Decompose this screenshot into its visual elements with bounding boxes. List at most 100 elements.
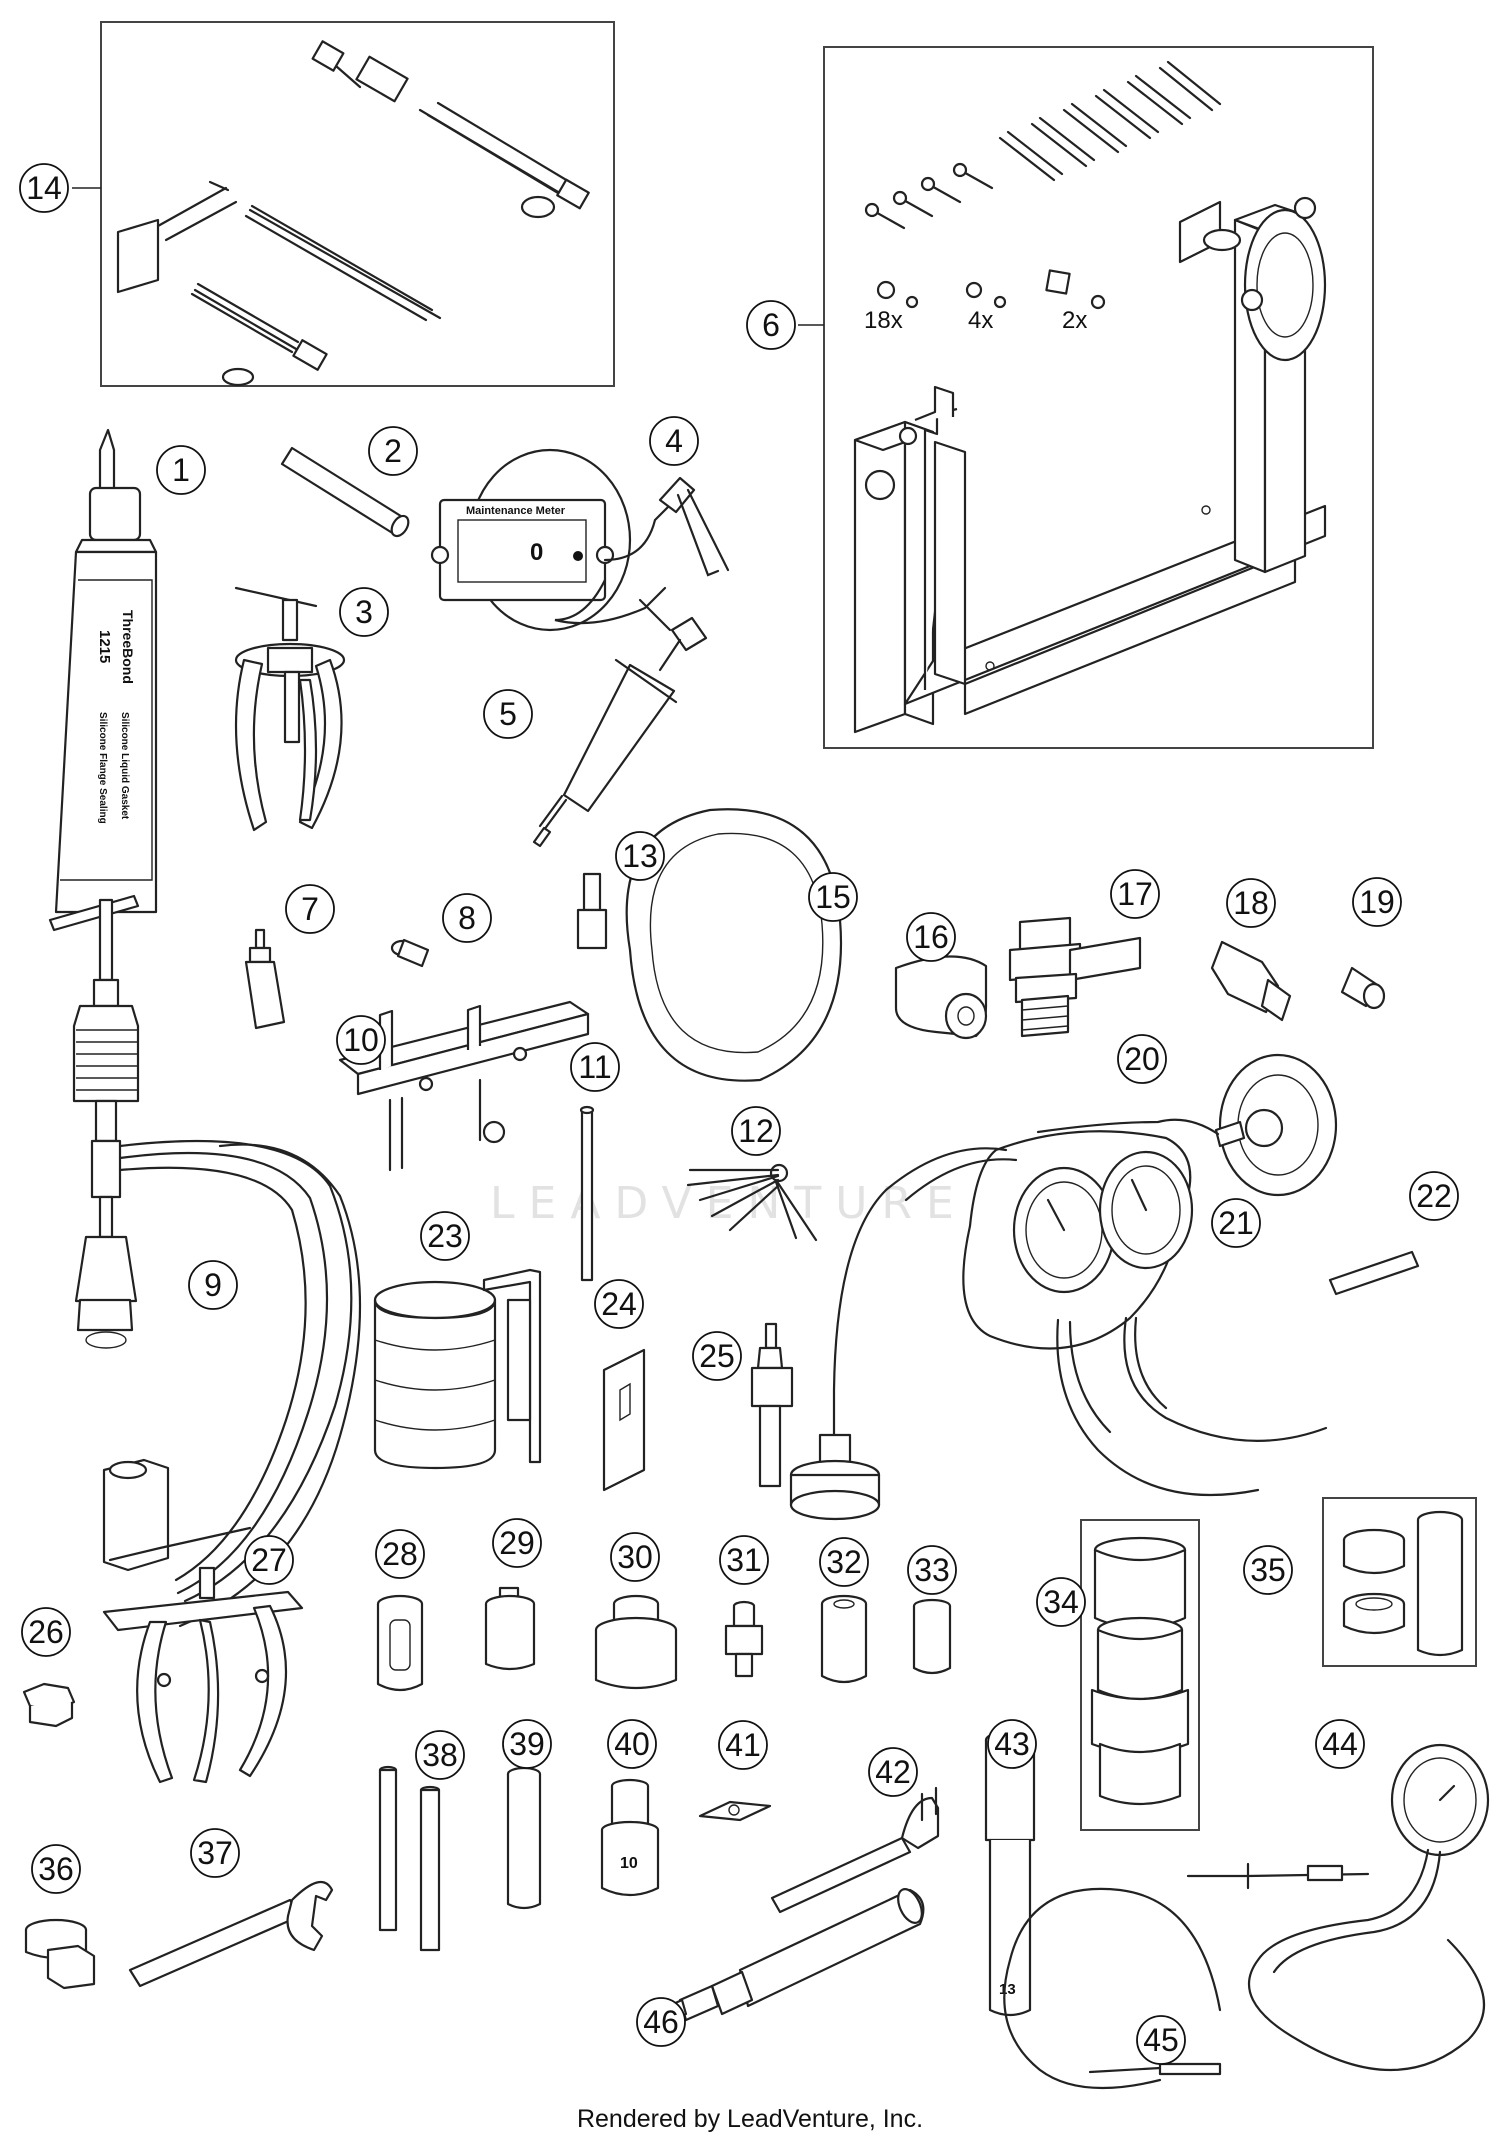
part-23-ring-compressor[interactable] [373, 1268, 542, 1470]
part-15-gear-ring[interactable] [625, 808, 842, 1082]
svg-text:5: 5 [499, 696, 517, 732]
tube-brand: ThreeBond [120, 610, 136, 684]
part-28-sleeve[interactable] [376, 1594, 424, 1692]
svg-text:45: 45 [1143, 2022, 1179, 2058]
part-14-bolt-kit[interactable] [72, 21, 615, 387]
callout-43: 43 [987, 1719, 1037, 1769]
svg-text:13: 13 [622, 838, 658, 874]
svg-text:40: 40 [614, 1726, 650, 1762]
part-43-long-socket[interactable]: 13 [984, 1730, 1036, 2017]
part-2-pin[interactable] [280, 446, 412, 539]
svg-text:23: 23 [427, 1218, 463, 1254]
part-11-rod[interactable] [579, 1105, 595, 1282]
callout-31: 31 [719, 1535, 769, 1585]
meter-readout: 0 [530, 539, 543, 566]
svg-text:32: 32 [826, 1544, 862, 1580]
callout-41: 41 [718, 1720, 768, 1770]
part-31-adapter[interactable] [724, 1600, 764, 1678]
part-32-sleeve[interactable] [820, 1594, 868, 1684]
svg-text:11: 11 [578, 1049, 611, 1085]
part-34-frame [1080, 1519, 1200, 1831]
svg-text:44: 44 [1322, 1726, 1358, 1762]
callout-14: 14 [19, 163, 69, 213]
part-6-frame [823, 46, 1374, 749]
part-14-frame [100, 21, 615, 387]
callout-35: 35 [1243, 1545, 1293, 1595]
part-33-sleeve[interactable] [912, 1598, 952, 1675]
callout-39: 39 [502, 1719, 552, 1769]
part-38-pins[interactable] [378, 1765, 441, 1952]
callout-25: 25 [692, 1331, 742, 1381]
part-20-dial-plate[interactable] [1036, 1053, 1338, 1197]
part-35-frame [1322, 1497, 1477, 1667]
part-44-pressure-gauge[interactable] [1186, 1743, 1490, 2072]
part-21-vacuum-gauge[interactable] [789, 1130, 1328, 1521]
part-7-bottle[interactable] [244, 928, 286, 1030]
svg-text:29: 29 [499, 1525, 535, 1561]
svg-text:35: 35 [1250, 1552, 1286, 1588]
part-19-plug[interactable] [1340, 966, 1386, 1010]
svg-text:36: 36 [38, 1851, 74, 1887]
callout-29: 29 [492, 1518, 542, 1568]
part-36-plug[interactable] [24, 1918, 96, 1990]
callout-2: 2 [368, 426, 418, 476]
callout-9: 9 [188, 1260, 238, 1310]
svg-text:34: 34 [1043, 1584, 1079, 1620]
part-13-bit[interactable] [576, 872, 608, 950]
callout-19: 19 [1352, 877, 1402, 927]
part-16-sleeve[interactable] [894, 955, 988, 1040]
tube-number: 1215 [96, 630, 113, 663]
part-30-sleeve[interactable] [594, 1594, 678, 1690]
part-25-valve-tool[interactable] [750, 1322, 794, 1488]
callout-4: 4 [649, 416, 699, 466]
part-8-plug[interactable] [390, 938, 430, 968]
part-26-plug[interactable] [22, 1682, 76, 1728]
callout-1: 1 [156, 445, 206, 495]
part-4-maintenance-meter[interactable]: Maintenance Meter 0 [430, 448, 730, 632]
part-41-bracket[interactable] [698, 1800, 772, 1822]
callout-44: 44 [1315, 1719, 1365, 1769]
part-40-socket[interactable]: 10 [600, 1778, 660, 1897]
part-24-plate[interactable] [602, 1348, 646, 1492]
svg-text:12: 12 [738, 1113, 774, 1149]
svg-text:21: 21 [1218, 1205, 1254, 1241]
part-6-engine-stand[interactable]: 18x 4x 2x [798, 46, 1374, 749]
part-45-probe[interactable] [1003, 1887, 1222, 2090]
callout-40: 40 [607, 1719, 657, 1769]
socket-40-size: 10 [620, 1855, 638, 1872]
part-27-three-arm-puller[interactable] [102, 1566, 304, 1784]
part-5-grease-syringe[interactable] [532, 616, 708, 848]
svg-text:26: 26 [28, 1614, 64, 1650]
part-29-sleeve[interactable] [484, 1586, 536, 1671]
part-35-bearing-set[interactable] [1322, 1497, 1477, 1667]
callout-18: 18 [1226, 878, 1276, 928]
svg-text:19: 19 [1359, 884, 1395, 920]
part-34-bushing-set[interactable] [1080, 1519, 1200, 1831]
callout-24: 24 [594, 1279, 644, 1329]
part-37-hook-wrench[interactable] [128, 1880, 334, 1988]
callout-5: 5 [483, 689, 533, 739]
part-12-feeler-gauges[interactable] [686, 1163, 818, 1242]
callout-17: 17 [1110, 869, 1160, 919]
part-9-slide-hammer[interactable] [48, 894, 362, 1628]
part-1-silicone-tube[interactable]: ThreeBond 1215 Silicone Liquid Gasket Si… [54, 428, 158, 914]
part-22-strip[interactable] [1328, 1250, 1420, 1296]
part-17-adapter[interactable] [1008, 916, 1142, 1038]
part-18-screw[interactable] [1210, 940, 1292, 1022]
svg-text:42: 42 [875, 1754, 911, 1790]
callout-42: 42 [868, 1747, 918, 1797]
callout-12: 12 [731, 1106, 781, 1156]
part-39-sleeve[interactable] [506, 1766, 542, 1910]
svg-text:14: 14 [26, 170, 62, 206]
svg-text:33: 33 [914, 1552, 950, 1588]
svg-text:46: 46 [643, 2004, 679, 2040]
svg-text:6: 6 [762, 307, 780, 343]
part-10-holder[interactable] [338, 1000, 590, 1172]
tube-sub2: Silicone Flange Sealing [97, 712, 108, 824]
callout-16: 16 [906, 912, 956, 962]
callout-10: 10 [336, 1015, 386, 1065]
part-3-puller[interactable] [234, 586, 346, 832]
watermark-text: LEADVENTURE [490, 1178, 968, 1229]
part-42-pin-wrench[interactable] [770, 1786, 940, 1914]
